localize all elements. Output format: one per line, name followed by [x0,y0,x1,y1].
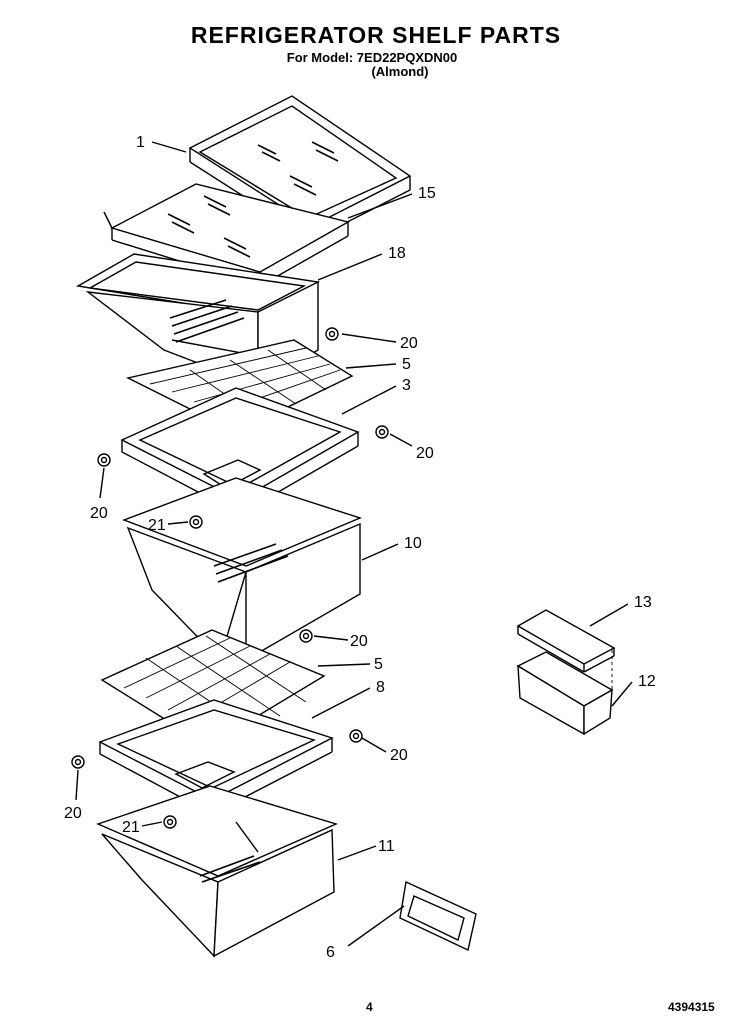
callout-20-f: 20 [64,805,82,822]
bin-part-12 [516,650,614,736]
fastener-20-a-icon [325,327,339,341]
fastener-20-e-icon [349,729,363,743]
callout-15: 15 [418,185,436,202]
callout-13: 13 [634,594,652,611]
drawer-part-10 [122,477,363,662]
callout-20-a: 20 [400,335,418,352]
callout-12: 12 [638,673,656,690]
callout-1: 1 [136,134,145,151]
fastener-21-a-icon [189,515,203,529]
callout-5-lower: 5 [374,656,383,673]
callout-10: 10 [404,535,422,552]
callout-18: 18 [388,245,406,262]
callout-20-e: 20 [390,747,408,764]
callout-20-d: 20 [350,633,368,650]
page-number: 4 [366,1000,373,1014]
page-title: REFRIGERATOR SHELF PARTS [190,22,562,48]
callout-5-upper: 5 [402,356,411,373]
fastener-20-f-icon [71,755,85,769]
fastener-20-b-icon [375,425,389,439]
document-number: 4394315 [668,1000,715,1014]
callout-20-c: 20 [90,505,108,522]
lid-part-13 [516,609,616,673]
glass-shelf-part-15 [103,183,350,287]
callout-8: 8 [376,679,385,696]
fastener-20-d-icon [299,629,313,643]
fastener-20-c-icon [97,453,111,467]
fastener-21-b-icon [163,815,177,829]
callout-21-a: 21 [148,517,166,534]
drawer-part-11 [96,785,339,958]
frame-part-6 [399,880,477,952]
cover-frame-part-8 [98,699,334,815]
callout-21-b: 21 [122,819,140,836]
callout-3: 3 [402,377,411,394]
color-line: (Almond) [371,64,429,79]
callout-11: 11 [378,838,395,855]
callout-6: 6 [326,944,335,961]
model-line: For Model: 7ED22PQXDN00 [286,50,458,65]
leader-lines [75,141,633,947]
callout-20-b: 20 [416,445,434,462]
